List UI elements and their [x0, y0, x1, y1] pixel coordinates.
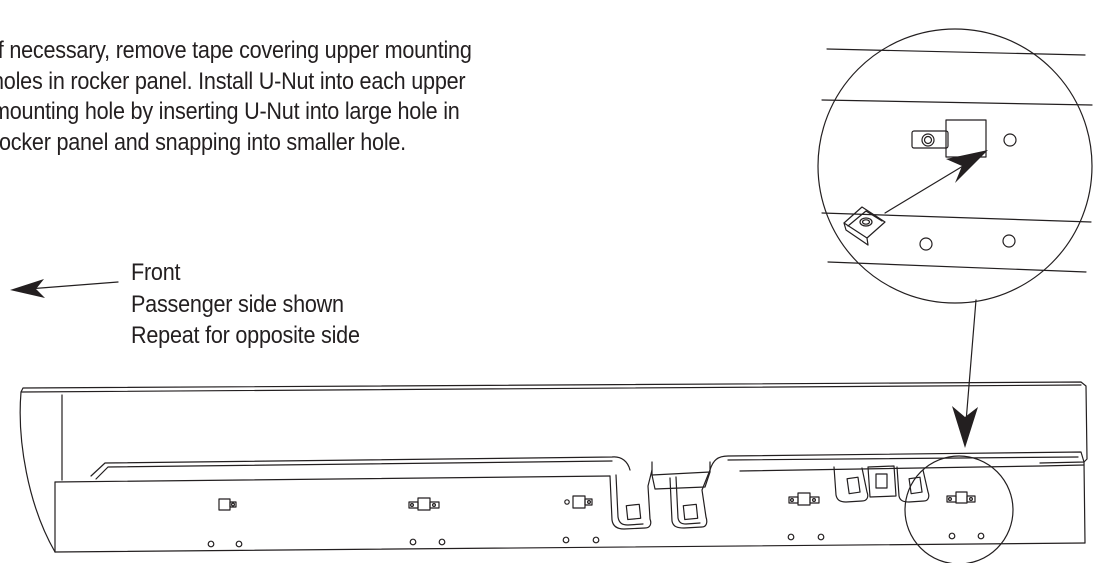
mounting-hole [235, 540, 243, 548]
u-nut-location [408, 497, 440, 511]
mounting-hole [817, 533, 825, 541]
mounting-hole [562, 536, 570, 544]
u-nut-location [946, 491, 976, 504]
mounting-hole [948, 532, 956, 540]
instruction-line: holes in rocker panel. Install U-Nut int… [0, 67, 466, 95]
mounting-hole [592, 536, 600, 544]
mounting-hole [1002, 234, 1016, 248]
u-nut-location [218, 498, 237, 511]
detail-callout [817, 28, 1093, 304]
detail-location-circle [904, 455, 1014, 563]
repeat-label: Repeat for opposite side [131, 322, 360, 349]
orientation-notes: Front Passenger side shown Repeat for op… [131, 257, 360, 352]
left-arrow-icon [10, 279, 119, 298]
rocker-panel [19, 381, 1088, 563]
side-shown-label: Passenger side shown [131, 290, 344, 318]
instruction-line: rocker panel and snapping into smaller h… [0, 128, 406, 156]
u-nut-plate [945, 119, 987, 158]
u-nut-installed [911, 130, 949, 149]
instruction-line: mounting hole by inserting U-Nut into la… [0, 98, 460, 125]
mounting-hole [438, 538, 446, 546]
mounting-hole [977, 532, 985, 540]
instruction-text: If necessary, remove tape covering upper… [0, 36, 568, 158]
mounting-hole [1003, 133, 1017, 147]
install-arrow-icon [884, 150, 988, 214]
down-arrow-icon [952, 299, 978, 448]
u-nut-loose [843, 206, 886, 246]
mounting-hole [409, 538, 417, 546]
mounting-hole [207, 540, 215, 548]
mounting-hole [787, 533, 795, 541]
front-label: Front [131, 259, 181, 286]
mounting-hole [919, 237, 933, 251]
u-nut-location [788, 492, 820, 506]
instruction-line: If necessary, remove tape covering upper… [0, 37, 472, 64]
u-nut-location [564, 495, 593, 509]
